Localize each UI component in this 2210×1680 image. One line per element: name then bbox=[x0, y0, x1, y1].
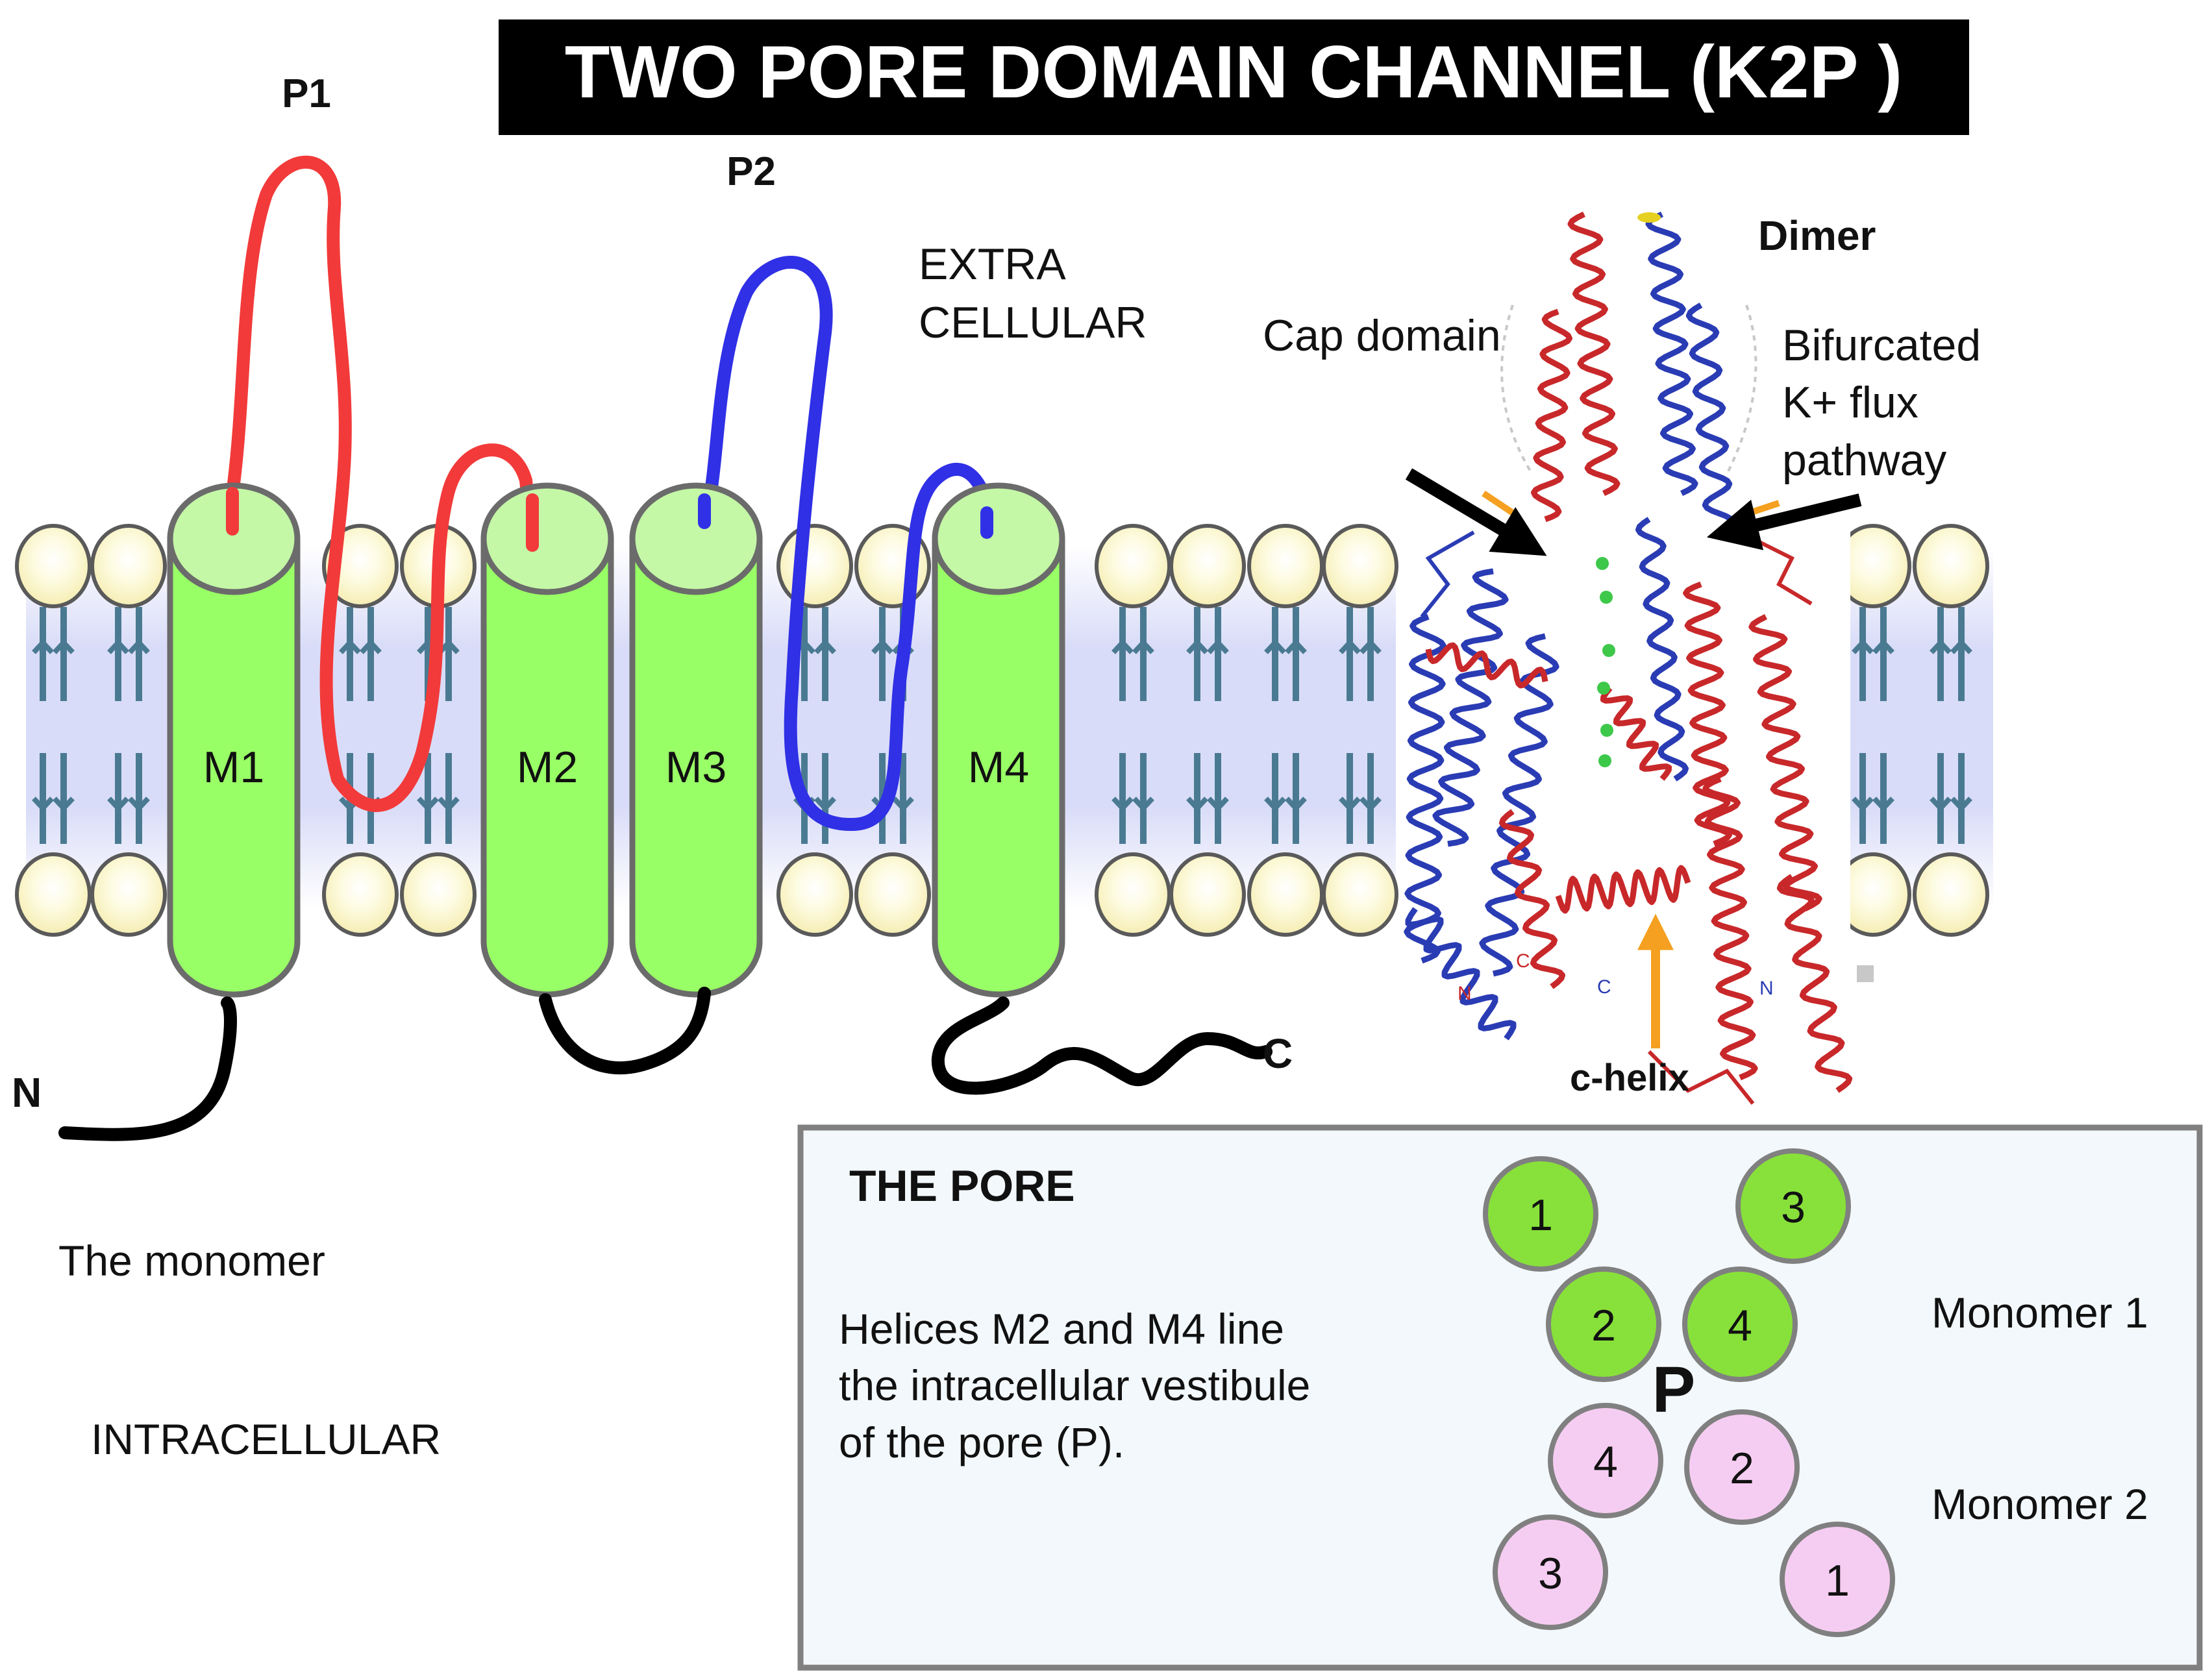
svg-text:1: 1 bbox=[1528, 1191, 1553, 1240]
n-terminus-tail bbox=[58, 996, 237, 1141]
ribbon-helix bbox=[1432, 568, 1509, 847]
ribbon-helix bbox=[1567, 211, 1620, 497]
lipid bbox=[1247, 524, 1324, 937]
p2-loop bbox=[698, 256, 995, 832]
monomer2-label: Monomer 2 bbox=[1931, 1480, 2148, 1528]
ribbon-helix bbox=[1702, 776, 1758, 1081]
helix-label: M4 bbox=[968, 743, 1029, 792]
monomer2-helix-2: 2 bbox=[1684, 1409, 1800, 1525]
lipid bbox=[15, 524, 92, 937]
bifurcated-label-line3: pathway bbox=[1782, 436, 1946, 485]
svg-text:2: 2 bbox=[1591, 1301, 1616, 1350]
ribbon-helix bbox=[1776, 874, 1853, 1093]
svg-text:4: 4 bbox=[1728, 1301, 1752, 1350]
dimer-structure: N C C N bbox=[1402, 211, 1874, 1105]
m2-m3-linker bbox=[539, 987, 711, 1075]
n-terminus-label: N bbox=[12, 1069, 42, 1116]
intracellular-tails bbox=[58, 987, 1273, 1141]
helix-m1: M1 bbox=[167, 482, 301, 998]
monomer1-helix-2: 2 bbox=[1546, 1266, 1661, 1382]
ribbon-helix bbox=[1499, 809, 1565, 989]
ribbon-helix bbox=[1479, 633, 1559, 977]
monomer-caption: The monomer bbox=[58, 1237, 325, 1285]
lipid-bilayer-right bbox=[1835, 524, 1993, 937]
potassium-ions bbox=[1596, 557, 1615, 767]
pore-box: THE PORE Helices M2 and M4 line the intr… bbox=[797, 1124, 2203, 1671]
pore-description-line2: the intracellular vestibule bbox=[839, 1361, 1310, 1409]
pore-heading: THE PORE bbox=[849, 1161, 1075, 1211]
ribbon-helix bbox=[1531, 308, 1572, 523]
svg-text:3: 3 bbox=[1781, 1183, 1806, 1232]
intracellular-label: INTRACELLULAR bbox=[91, 1415, 441, 1463]
helix-m4: M4 bbox=[932, 482, 1065, 998]
extracellular-label-line2: CELLULAR bbox=[919, 298, 1147, 347]
ribbon-helix bbox=[1635, 517, 1689, 782]
lipid bbox=[1913, 524, 1989, 937]
helix-label: M2 bbox=[517, 743, 578, 792]
lipid bbox=[1835, 524, 1911, 937]
monomer2-helix-1: 1 bbox=[1780, 1522, 1895, 1637]
ribbon-helix bbox=[1404, 613, 1446, 964]
pore-description-line3: of the pore (P). bbox=[839, 1418, 1124, 1466]
helix-label: M3 bbox=[665, 743, 726, 792]
title-banner: TWO PORE DOMAIN CHANNEL (K2P ) bbox=[499, 19, 1969, 135]
flux-arrow-left bbox=[1405, 468, 1547, 556]
chain-label-n-left: N bbox=[1458, 983, 1472, 1004]
ribbon-helix bbox=[1600, 686, 1672, 781]
svg-text:2: 2 bbox=[1730, 1444, 1754, 1493]
monomer1-helix-3: 3 bbox=[1735, 1148, 1851, 1264]
c-helix-label: c-helix bbox=[1570, 1057, 1689, 1099]
ribbon-helix bbox=[1685, 303, 1736, 535]
helix-m2: M2 bbox=[480, 482, 614, 998]
chain-label-c-blue: C bbox=[1597, 976, 1611, 998]
monomer1-helix-1: 1 bbox=[1483, 1156, 1598, 1272]
lipid bbox=[1322, 524, 1398, 937]
bifurcated-label-line1: Bifurcated bbox=[1782, 321, 1981, 370]
ribbon-helix bbox=[1425, 642, 1548, 689]
flux-arrow-right bbox=[1706, 493, 1862, 550]
svg-text:4: 4 bbox=[1593, 1437, 1618, 1487]
helix-label: M1 bbox=[203, 743, 264, 792]
pore-label: P bbox=[1652, 1353, 1696, 1426]
chain-label-n-right: N bbox=[1759, 978, 1774, 999]
ribbon-helix bbox=[1683, 581, 1732, 847]
lipid bbox=[90, 524, 167, 937]
ribbon-helix bbox=[1748, 613, 1822, 912]
svg-text:3: 3 bbox=[1538, 1549, 1563, 1598]
monomer2-helix-4: 4 bbox=[1548, 1403, 1663, 1518]
pore-description-line1: Helices M2 and M4 line bbox=[839, 1305, 1284, 1353]
chain-label-c-red: C bbox=[1516, 950, 1530, 972]
page-title: TWO PORE DOMAIN CHANNEL (K2P ) bbox=[565, 31, 1903, 114]
monomer1-helix-4: 4 bbox=[1682, 1266, 1798, 1382]
p1-label: P1 bbox=[282, 71, 331, 116]
lipid bbox=[1169, 524, 1246, 937]
monomer2-helix-3: 3 bbox=[1493, 1514, 1608, 1630]
ribbon-helix bbox=[1405, 907, 1517, 1041]
ribbon-helix bbox=[1555, 865, 1691, 914]
bifurcated-label-line2: K+ flux bbox=[1782, 378, 1918, 427]
p1-loop bbox=[226, 155, 539, 812]
dimer-title: Dimer bbox=[1758, 212, 1876, 259]
monomer-loops bbox=[226, 155, 995, 832]
extracellular-label-line1: EXTRA bbox=[919, 240, 1066, 289]
ribbon-helix bbox=[1645, 211, 1698, 497]
c-terminus-tail bbox=[931, 996, 1273, 1095]
cap-domain-label: Cap domain bbox=[1263, 311, 1501, 360]
c-terminus-label: C bbox=[1263, 1030, 1293, 1077]
helix-m3: M3 bbox=[629, 482, 763, 998]
monomer1-label: Monomer 1 bbox=[1931, 1289, 2148, 1337]
svg-text:1: 1 bbox=[1825, 1556, 1850, 1605]
p2-label: P2 bbox=[726, 149, 776, 194]
